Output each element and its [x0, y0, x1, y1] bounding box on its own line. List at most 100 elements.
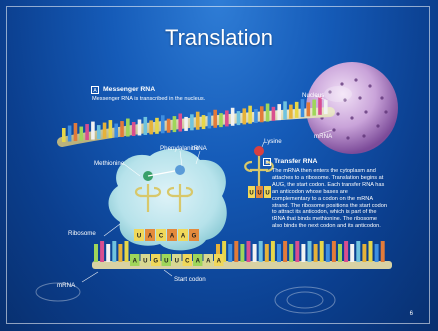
- transfer-badge: B: [263, 158, 271, 166]
- mrna-base: [202, 115, 206, 129]
- messenger-heading: Messenger RNA: [103, 86, 155, 93]
- base-letter: U: [137, 234, 141, 240]
- mrna-base: [301, 99, 305, 117]
- base-letter: A: [133, 259, 138, 265]
- mrna-base: [314, 244, 318, 262]
- base-letter: C: [185, 259, 190, 265]
- mrna-base: [74, 123, 78, 141]
- mrna-base: [237, 111, 241, 125]
- mrna-base: [178, 114, 182, 132]
- mrna-base: [91, 122, 95, 140]
- mrna-base: [307, 102, 311, 116]
- mrna-base: [265, 244, 269, 262]
- mrna-base: [114, 124, 118, 138]
- mrna-base: [109, 120, 113, 138]
- mrna-base: [228, 244, 232, 262]
- mrna-base: [283, 241, 287, 262]
- trna-anticodon-bases: UUU: [248, 186, 271, 198]
- mrna-base: [338, 244, 342, 262]
- mrna-base: [213, 110, 217, 128]
- mrna-base: [312, 100, 316, 116]
- base-letter: A: [170, 234, 175, 240]
- base-letter: G: [192, 234, 197, 240]
- mrna-base: [272, 107, 276, 121]
- mrna-base: [271, 241, 275, 262]
- start-codon-label: Start codon: [174, 276, 206, 283]
- mrna-base: [326, 244, 330, 262]
- page-number: 6: [410, 311, 413, 317]
- mrna-base: [79, 127, 83, 141]
- mrna-base: [259, 241, 263, 262]
- mrna-base: [155, 118, 159, 134]
- mrna-base: [132, 122, 136, 136]
- mrna-base: [332, 241, 336, 262]
- mrna-base: [344, 241, 348, 262]
- mrna-base: [283, 101, 287, 119]
- mrna-strand-upper: [62, 97, 330, 142]
- mrna-base: [149, 120, 153, 134]
- mrna-base: [173, 116, 177, 132]
- mrna-base: [112, 241, 116, 262]
- base-letter: U: [164, 259, 168, 265]
- base-letter: A: [148, 234, 153, 240]
- mrna-base: [103, 123, 107, 139]
- mrna-base: [289, 244, 293, 262]
- mrna-base: [161, 115, 165, 133]
- mrna-base: [100, 241, 104, 262]
- lysine-ball: [254, 146, 264, 156]
- mrna-base: [277, 104, 281, 120]
- mrna-base: [247, 241, 251, 262]
- mrna-base: [85, 124, 89, 140]
- base-letter: A: [217, 259, 222, 265]
- base-letter: U: [143, 259, 147, 265]
- mrna-base: [144, 117, 148, 135]
- mrna-base: [350, 244, 354, 262]
- mrna-base: [253, 244, 257, 262]
- mrna-base: [219, 113, 223, 127]
- nucleus-label: Nucleus: [302, 92, 324, 99]
- methionine-label: Methionine: [94, 160, 124, 167]
- base-letter: U: [257, 191, 261, 197]
- mrna-base: [289, 105, 293, 119]
- mrna-base: [234, 241, 238, 262]
- ribosome-label: Ribosome: [68, 230, 96, 237]
- messenger-text: Messenger RNA is transcribed in the nucl…: [92, 96, 292, 103]
- mrna-base: [240, 244, 244, 262]
- mrna-base: [295, 102, 299, 118]
- base-letter: U: [265, 191, 269, 197]
- base-letter: U: [249, 191, 253, 197]
- lysine-label: Lysine: [264, 138, 282, 145]
- mrna-base: [254, 109, 258, 123]
- mrna-base: [97, 125, 101, 139]
- base-letter: U: [175, 259, 179, 265]
- mrna-base: [324, 100, 328, 114]
- mrna-base: [242, 108, 246, 124]
- base-letter: A: [206, 259, 211, 265]
- mrna-base: [184, 117, 188, 131]
- base-letter: C: [159, 234, 164, 240]
- mrna-base: [62, 128, 66, 142]
- mrna-base: [120, 121, 124, 137]
- base-letter: G: [153, 259, 158, 265]
- mrna-base: [320, 241, 324, 262]
- mrna-base: [375, 244, 379, 262]
- mrna-base: [369, 241, 373, 262]
- mrna-base: [196, 112, 200, 130]
- mrna-base: [362, 244, 366, 262]
- mrna-base: [138, 119, 142, 135]
- mrna-base: [106, 244, 110, 262]
- mrna-base: [208, 112, 212, 128]
- mrna-base: [167, 119, 171, 133]
- mrna-base: [125, 241, 129, 262]
- mrna-base: [295, 241, 299, 262]
- mrna-base: [318, 97, 322, 115]
- mrna-base: [68, 126, 72, 142]
- base-letter: A: [196, 259, 201, 265]
- mrna-base: [118, 244, 122, 262]
- mrna-base: [225, 110, 229, 126]
- mrna-base: [94, 244, 98, 262]
- phenylalanine-ball: [175, 165, 185, 175]
- mrna-base: [190, 114, 194, 130]
- mrna-base: [231, 108, 235, 126]
